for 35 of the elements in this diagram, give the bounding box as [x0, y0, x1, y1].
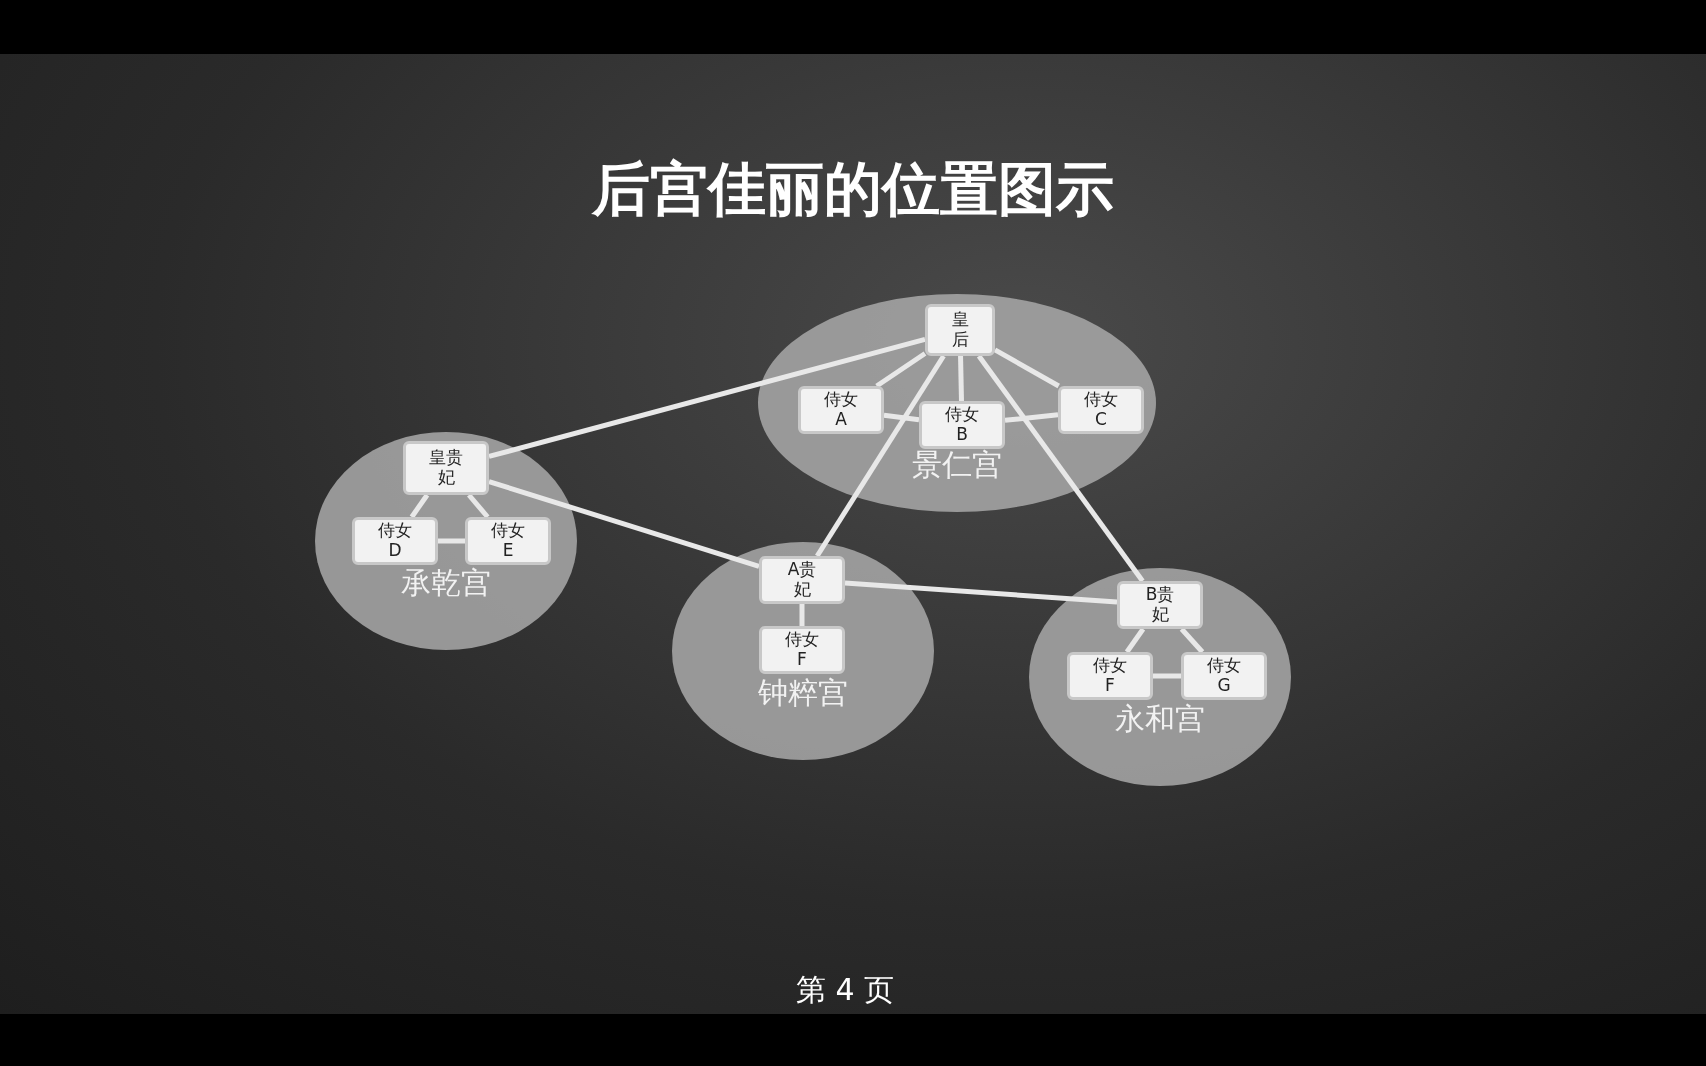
- person-box: B贵妃: [1117, 581, 1203, 629]
- page-number: 第 4 页: [795, 975, 895, 1005]
- connector-line: [1153, 673, 1181, 679]
- connector-line: [844, 580, 1118, 605]
- connector-line: [488, 337, 926, 459]
- palace-name: 景仁宫: [912, 450, 1002, 480]
- palace-name: 承乾宫: [401, 568, 491, 598]
- connector-line: [976, 354, 1145, 583]
- connector-line: [409, 493, 430, 519]
- person-box: 皇贵妃: [403, 441, 489, 495]
- connector-line: [1004, 412, 1059, 423]
- connector-line: [467, 493, 490, 519]
- person-box: 皇后: [925, 304, 995, 356]
- connector-line: [875, 351, 927, 389]
- person-box: 侍女F: [759, 626, 845, 674]
- person-box: 侍女F: [1067, 652, 1153, 700]
- person-box: 侍女B: [919, 401, 1005, 449]
- slide-title: 后宫佳丽的位置图示: [592, 160, 1114, 218]
- connector-line: [993, 347, 1060, 389]
- connector-line: [438, 538, 465, 544]
- connector-line: [799, 604, 805, 626]
- connector-line: [1124, 627, 1146, 654]
- person-box: A贵妃: [759, 556, 845, 604]
- person-box: 侍女D: [352, 517, 438, 565]
- connector-line: [815, 354, 946, 558]
- palace-name: 钟粹宫: [758, 678, 848, 708]
- connector-line: [1179, 627, 1205, 654]
- person-box: 侍女G: [1181, 652, 1267, 700]
- connector-line: [958, 355, 964, 402]
- person-box: 侍女A: [798, 386, 884, 434]
- palace-name: 永和宫: [1115, 704, 1205, 734]
- connector-line: [488, 479, 760, 569]
- connector-line: [883, 412, 920, 423]
- person-box: 侍女E: [465, 517, 551, 565]
- person-box: 侍女C: [1058, 386, 1144, 434]
